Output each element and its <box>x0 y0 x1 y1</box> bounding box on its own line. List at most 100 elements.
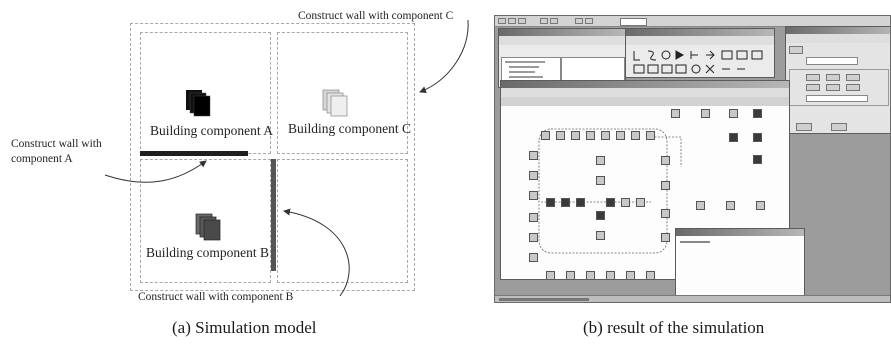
palette-window <box>625 28 775 78</box>
model-node[interactable] <box>636 198 645 207</box>
toolbar-icon[interactable] <box>575 18 583 24</box>
model-node[interactable] <box>596 231 605 240</box>
block-b-stack-icon <box>195 213 221 241</box>
model-node[interactable] <box>646 131 655 140</box>
palette-tabs <box>626 36 774 45</box>
properties-field[interactable] <box>806 57 858 65</box>
toolbar-icon[interactable] <box>498 18 506 24</box>
wall-a <box>140 151 248 156</box>
toolbar-field[interactable] <box>620 18 647 26</box>
block-c-stack-icon <box>322 89 348 117</box>
properties-menubar <box>786 34 890 43</box>
ok-button[interactable] <box>796 123 812 131</box>
properties-dialog <box>785 26 890 134</box>
model-node[interactable] <box>529 191 538 200</box>
model-node[interactable] <box>576 198 585 207</box>
model-node[interactable] <box>596 156 605 165</box>
model-node[interactable] <box>606 198 615 207</box>
model-node[interactable] <box>729 133 738 142</box>
model-node[interactable] <box>566 271 575 279</box>
explorer-toolbar <box>499 36 625 45</box>
model-node[interactable] <box>661 209 670 218</box>
wall-a-arrow <box>104 160 207 183</box>
model-node[interactable] <box>529 171 538 180</box>
block-a-stack-icon <box>186 90 211 117</box>
simulation-model-panel: Building component A Building component … <box>0 0 475 310</box>
wall-c-annotation: Construct wall with component C <box>298 10 454 22</box>
model-node[interactable] <box>756 201 765 210</box>
toolbar-icon[interactable] <box>585 18 593 24</box>
model-node[interactable] <box>671 109 680 118</box>
model-node[interactable] <box>646 271 655 279</box>
editor-titlebar <box>501 81 789 88</box>
model-node[interactable] <box>606 271 615 279</box>
model-node[interactable] <box>546 198 555 207</box>
palette-titlebar <box>626 29 774 36</box>
wall-b-annotation: Construct wall with component B <box>138 291 294 303</box>
model-node[interactable] <box>561 198 570 207</box>
caption-a: (a) Simulation model <box>172 318 317 337</box>
cell-bottom-right <box>277 159 408 283</box>
explorer-titlebar <box>499 29 625 36</box>
properties-button[interactable] <box>846 84 860 91</box>
model-node[interactable] <box>586 131 595 140</box>
model-node[interactable] <box>529 233 538 242</box>
model-node[interactable] <box>753 109 762 118</box>
model-node[interactable] <box>661 156 670 165</box>
output-window <box>675 228 805 298</box>
model-node[interactable] <box>601 131 610 140</box>
simulation-result-screenshot <box>494 15 891 303</box>
building-a-label: Building component A <box>150 123 273 138</box>
model-node[interactable] <box>696 201 705 210</box>
output-titlebar <box>676 229 804 236</box>
model-node[interactable] <box>753 133 762 142</box>
properties-button[interactable] <box>826 74 840 81</box>
caption-b: (b) result of the simulation <box>583 318 765 337</box>
properties-button[interactable] <box>806 74 820 81</box>
building-c-label: Building component C <box>288 121 411 136</box>
wall-b-arrow <box>283 208 350 297</box>
model-node[interactable] <box>571 131 580 140</box>
toolbar-icon[interactable] <box>508 18 516 24</box>
model-node[interactable] <box>626 271 635 279</box>
wall-a-annotation-line1: Construct wall with <box>11 138 102 150</box>
model-node[interactable] <box>616 131 625 140</box>
model-node[interactable] <box>661 181 670 190</box>
app-toolbar <box>495 16 890 27</box>
toolbar-icon[interactable] <box>550 18 558 24</box>
building-b-label: Building component B <box>146 245 269 260</box>
model-node[interactable] <box>529 253 538 262</box>
model-node[interactable] <box>729 109 738 118</box>
model-node[interactable] <box>596 176 605 185</box>
model-node[interactable] <box>586 271 595 279</box>
model-node[interactable] <box>631 131 640 140</box>
model-node[interactable] <box>546 271 555 279</box>
model-node[interactable] <box>556 131 565 140</box>
properties-titlebar <box>786 27 890 34</box>
properties-button[interactable] <box>806 84 820 91</box>
properties-slider[interactable] <box>806 95 868 102</box>
model-node[interactable] <box>726 201 735 210</box>
model-node[interactable] <box>596 211 605 220</box>
properties-button[interactable] <box>846 74 860 81</box>
model-node[interactable] <box>529 213 538 222</box>
explorer-window <box>498 28 626 88</box>
wall-a-annotation-line2: component A <box>11 153 73 165</box>
model-node[interactable] <box>661 233 670 242</box>
model-node[interactable] <box>529 151 538 160</box>
cancel-button[interactable] <box>831 123 847 131</box>
properties-button[interactable] <box>826 84 840 91</box>
cell-bottom-left <box>140 159 271 283</box>
annotation-arrows <box>104 19 469 297</box>
toolbar-icon[interactable] <box>518 18 526 24</box>
taskbar <box>495 295 890 302</box>
model-node[interactable] <box>621 198 630 207</box>
toolbar-icon[interactable] <box>540 18 548 24</box>
model-node[interactable] <box>701 109 710 118</box>
properties-button[interactable] <box>789 46 803 54</box>
taskbar-text <box>499 298 589 301</box>
model-graph <box>538 128 682 254</box>
model-node[interactable] <box>541 131 550 140</box>
output-text-line <box>680 241 710 243</box>
model-node[interactable] <box>753 155 762 164</box>
